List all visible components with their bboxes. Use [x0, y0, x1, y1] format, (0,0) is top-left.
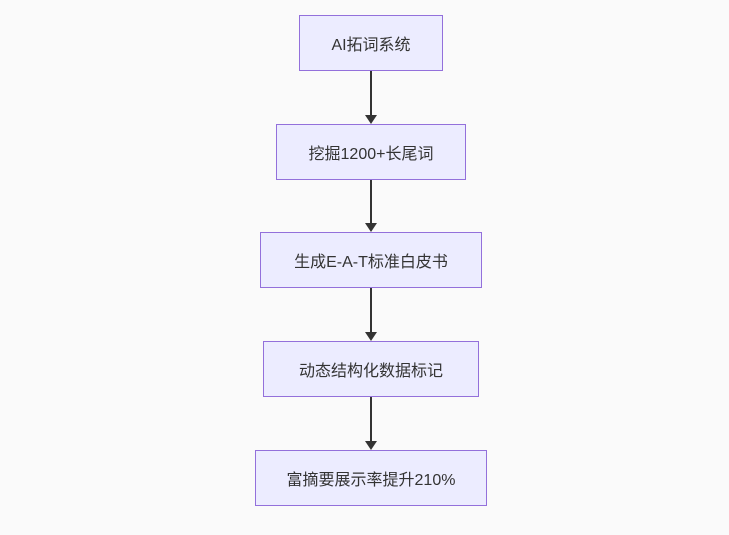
node-label: 挖掘1200+长尾词 [308, 146, 434, 163]
node-label: 生成E-A-T标准白皮书 [294, 254, 448, 271]
node-label: 动态结构化数据标记 [298, 363, 443, 380]
arrow-line [370, 397, 372, 442]
flowchart-node-ai-expansion: AI拓词系统 [299, 15, 443, 71]
flowchart-node-longtail-mining: 挖掘1200+长尾词 [276, 124, 466, 180]
arrow-line [370, 71, 372, 116]
arrow-head-icon [365, 115, 377, 124]
flowchart-arrow-4 [364, 397, 378, 450]
flowchart-node-rich-snippet-result: 富摘要展示率提升210% [255, 450, 487, 506]
flowchart-arrow-1 [364, 71, 378, 124]
node-label: 富摘要展示率提升210% [286, 472, 456, 489]
arrow-head-icon [365, 441, 377, 450]
arrow-line [370, 288, 372, 333]
flowchart-arrow-3 [364, 288, 378, 341]
arrow-head-icon [365, 223, 377, 232]
arrow-line [370, 180, 372, 224]
arrow-head-icon [365, 332, 377, 341]
node-label: AI拓词系统 [331, 37, 411, 54]
flowchart-node-eat-whitepaper: 生成E-A-T标准白皮书 [260, 232, 482, 288]
flowchart-arrow-2 [364, 180, 378, 232]
flowchart-node-structured-data: 动态结构化数据标记 [263, 341, 479, 397]
